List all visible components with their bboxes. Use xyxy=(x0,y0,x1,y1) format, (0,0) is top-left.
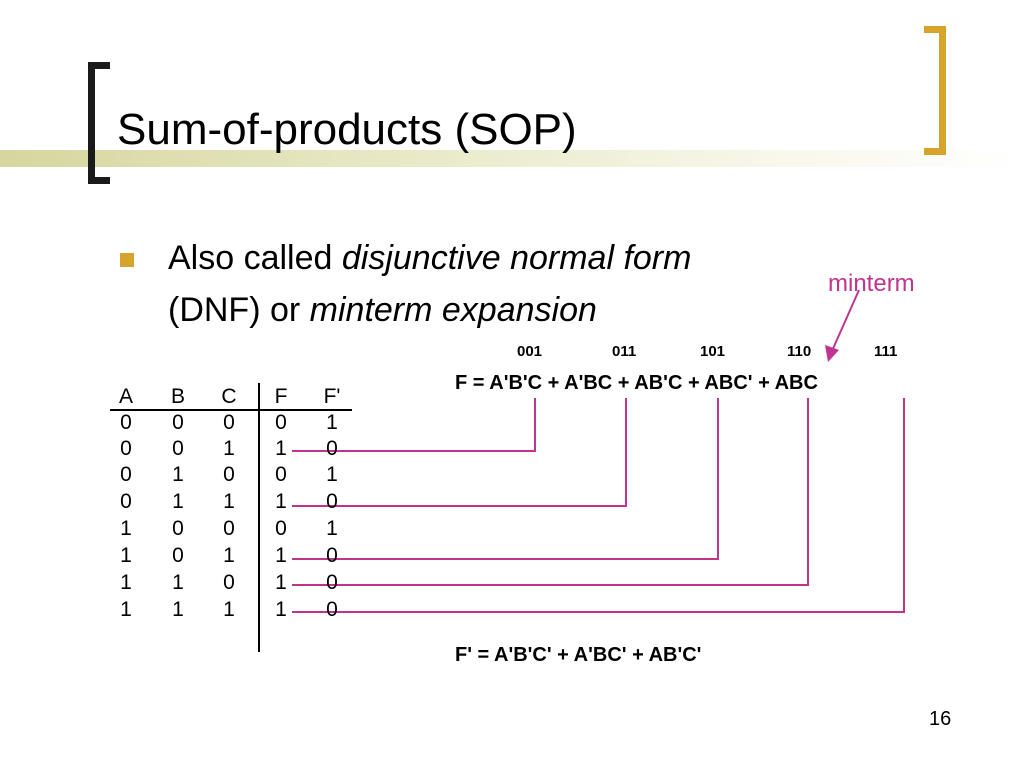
table-cell: 0 xyxy=(326,571,338,594)
table-cell: 0 xyxy=(223,517,235,540)
table-cell: 1 xyxy=(223,544,235,567)
minterm-code: 111 xyxy=(874,343,898,360)
table-cell: 1 xyxy=(172,598,184,621)
table-header-a: A xyxy=(118,385,133,408)
table-header-f: F xyxy=(274,385,288,408)
table-cell: 0 xyxy=(326,544,338,567)
table-cell: 0 xyxy=(120,463,132,486)
table-cell: 1 xyxy=(120,517,132,540)
table-cell: 0 xyxy=(326,598,338,621)
minterm-annotation: minterm xyxy=(828,270,915,297)
connector-minterm-011 xyxy=(292,398,627,507)
table-cell: 1 xyxy=(223,598,235,621)
table-cell: 1 xyxy=(275,437,287,460)
table-cell: 0 xyxy=(223,463,235,486)
connector-minterm-111 xyxy=(292,398,905,613)
table-cell: 0 xyxy=(223,411,235,434)
sop-equation-f: F = A'B'C + A'BC + AB'C + ABC' + ABC xyxy=(455,372,818,394)
slide-title: Sum-of-products (SOP) xyxy=(117,105,577,154)
bullet-line-1-text: Also called xyxy=(168,239,342,277)
table-cell: 1 xyxy=(326,463,338,486)
table-cell: 1 xyxy=(120,544,132,567)
connector-minterm-101 xyxy=(292,398,719,560)
table-cell: 0 xyxy=(120,437,132,460)
table-cell: 1 xyxy=(223,490,235,513)
table-cell: 1 xyxy=(120,571,132,594)
table-cell: 0 xyxy=(172,517,184,540)
right-bracket-decoration xyxy=(924,26,946,155)
table-cell: 0 xyxy=(275,463,287,486)
table-cell: 0 xyxy=(326,490,338,513)
bullet-term-dnf: disjunctive normal form xyxy=(341,239,692,277)
connector-minterm-001 xyxy=(292,398,536,452)
title-accent-band xyxy=(0,150,1024,167)
connector-minterm-110 xyxy=(292,398,809,586)
table-cell: 0 xyxy=(172,437,184,460)
table-header-b: B xyxy=(170,385,185,408)
page-number: 16 xyxy=(929,708,952,730)
minterm-code: 110 xyxy=(787,343,812,360)
minterm-code: 001 xyxy=(517,343,543,360)
left-bracket-decoration xyxy=(88,62,110,184)
sop-equation-f-prime: F' = A'B'C' + A'BC' + AB'C' xyxy=(455,644,702,666)
table-cell: 0 xyxy=(120,490,132,513)
table-cell: 0 xyxy=(326,437,338,460)
table-cell: 1 xyxy=(275,544,287,567)
minterm-code: 011 xyxy=(612,343,637,360)
bullet-term-minterm-expansion: minterm expansion xyxy=(309,291,597,329)
table-cell: 1 xyxy=(275,490,287,513)
table-header-f-prime: F' xyxy=(323,385,341,408)
table-cell: 0 xyxy=(275,517,287,540)
table-cell: 1 xyxy=(172,571,184,594)
table-header-c: C xyxy=(221,385,237,408)
table-cell: 1 xyxy=(120,598,132,621)
table-cell: 1 xyxy=(326,517,338,540)
minterm-code: 101 xyxy=(700,343,726,360)
table-cell: 0 xyxy=(120,411,132,434)
table-cell: 0 xyxy=(223,571,235,594)
table-cell: 1 xyxy=(275,598,287,621)
bullet-line-2: (DNF) or minterm expansion xyxy=(168,288,597,332)
bullet-square-icon xyxy=(120,253,134,267)
minterm-arrowhead-icon xyxy=(825,345,839,362)
minterm-pointer-line xyxy=(831,289,860,352)
table-cell: 0 xyxy=(172,544,184,567)
table-cell: 1 xyxy=(223,437,235,460)
table-cell: 0 xyxy=(172,411,184,434)
table-cell: 1 xyxy=(275,571,287,594)
bullet-line-2-text: (DNF) or xyxy=(168,291,310,329)
table-cell: 1 xyxy=(326,411,338,434)
table-cell: 1 xyxy=(172,490,184,513)
table-cell: 0 xyxy=(275,411,287,434)
bullet-line-1: Also called disjunctive normal form xyxy=(168,236,691,280)
table-cell: 1 xyxy=(172,463,184,486)
